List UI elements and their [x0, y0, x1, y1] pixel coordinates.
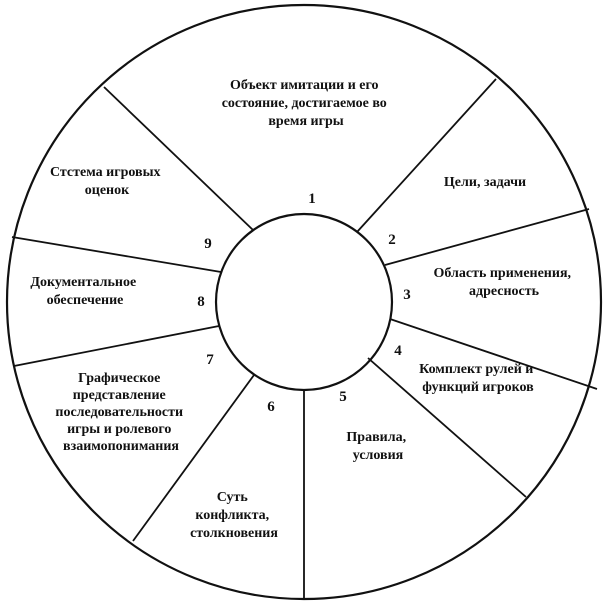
segment-9-number: 9	[204, 236, 212, 252]
segment-9: Стстема игровых оценок 9	[50, 165, 212, 252]
divider-3-4	[389, 318, 598, 390]
segment-4: Комплект рулей и функций игроков 4	[394, 343, 537, 395]
outer-circle	[5, 3, 603, 601]
divider-lines	[11, 78, 598, 598]
segment-3-label: Область применения, адресность	[433, 266, 574, 299]
segment-9-label: Стстема игровых оценок	[50, 165, 164, 198]
segment-1: Объект имитации и его состояние, достига…	[222, 78, 391, 207]
segment-5-number: 5	[339, 389, 347, 405]
segment-8: Документальное обеспечение 8	[30, 275, 204, 310]
segment-7-label: Графическое представление последовательн…	[55, 371, 186, 454]
segment-1-label: Объект имитации и его состояние, достига…	[222, 78, 391, 129]
inner-circle	[214, 212, 394, 392]
segment-2-label: Цели, задачи	[444, 175, 526, 190]
segment-5-label: Правила, условия	[346, 430, 409, 463]
divider-4-5	[367, 357, 527, 498]
segment-5: Правила, условия 5	[339, 389, 409, 463]
divider-2-3	[384, 208, 590, 266]
segment-1-number: 1	[308, 191, 316, 207]
segment-6-label: Суть конфликта, столкновения	[190, 490, 278, 541]
segment-2-number: 2	[388, 232, 396, 248]
segment-2: Цели, задачи 2	[388, 175, 526, 248]
segment-4-label: Комплект рулей и функций игроков	[419, 362, 537, 395]
divider-6-7	[132, 374, 255, 542]
segment-4-number: 4	[394, 343, 402, 359]
divider-8-9	[11, 236, 222, 273]
divider-9-1	[103, 86, 254, 231]
segment-8-label: Документальное обеспечение	[30, 275, 139, 308]
divider-7-8	[13, 325, 220, 367]
segment-3-number: 3	[403, 287, 411, 303]
divider-1-2	[356, 78, 497, 233]
segment-6-number: 6	[267, 399, 275, 415]
segment-8-number: 8	[197, 294, 205, 310]
segment-7-number: 7	[206, 352, 214, 368]
segment-7: Графическое представление последовательн…	[55, 352, 214, 454]
segment-3: Область применения, адресность 3	[403, 266, 574, 303]
segment-6: Суть конфликта, столкновения 6	[190, 399, 278, 541]
